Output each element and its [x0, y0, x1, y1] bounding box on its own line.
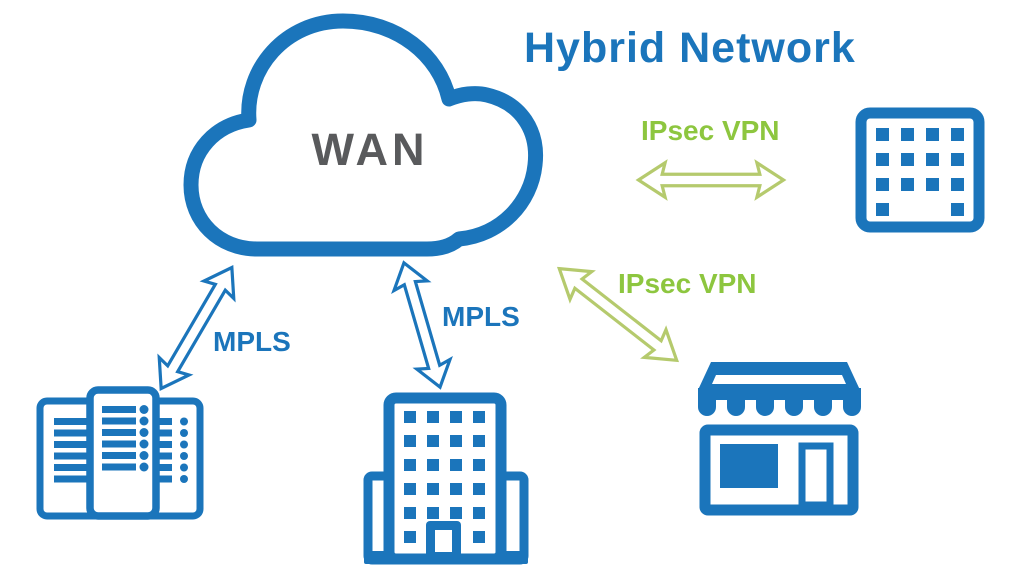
- server-rack-icon: [36, 386, 204, 520]
- ipsec-vpn-label-top: IPsec VPN: [641, 115, 780, 146]
- double-arrow-mpls-left-icon: [141, 255, 253, 402]
- double-arrow-ipsec-top-icon: [637, 157, 785, 203]
- double-arrow-ipsec-bottom-icon: [544, 249, 693, 380]
- office-building-icon: [855, 107, 985, 233]
- mpls-label-left: MPLS: [213, 326, 291, 357]
- mpls-label-center: MPLS: [442, 301, 520, 332]
- page-title: Hybrid Network: [524, 24, 856, 72]
- wan-label: WAN: [311, 124, 429, 175]
- storefront-icon: [698, 362, 861, 516]
- ipsec-vpn-label-bottom: IPsec VPN: [618, 268, 757, 299]
- double-arrow-mpls-center-icon: [381, 255, 462, 395]
- office-building-icon: [363, 392, 529, 565]
- cloud-icon: [183, 13, 544, 257]
